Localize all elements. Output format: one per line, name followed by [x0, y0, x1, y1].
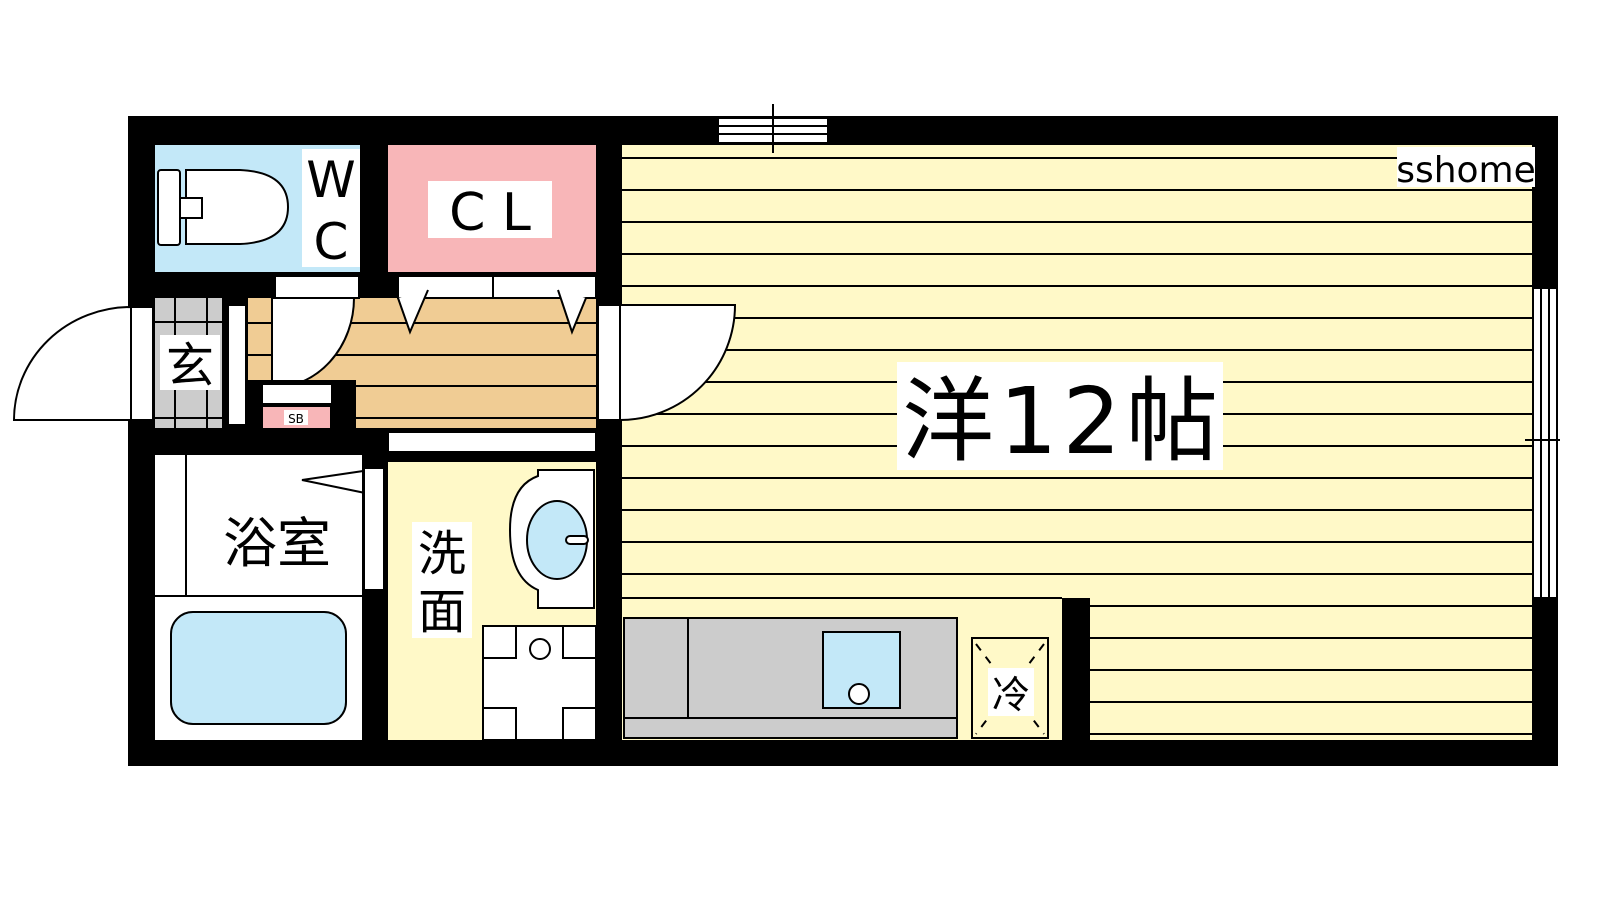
entrance-label-bg [160, 335, 220, 390]
bathroom-label: 浴室 [223, 512, 331, 575]
entrance-label: 玄 [166, 338, 214, 394]
kitchen-counter [623, 617, 958, 739]
wc-label-bg [302, 149, 360, 267]
washroom-label-bg [412, 522, 472, 638]
bathtub-icon [170, 611, 347, 725]
main-room-label-bg [897, 362, 1223, 470]
fridge-label-bg [988, 668, 1034, 716]
sink-icon [508, 469, 595, 609]
top-window [717, 104, 829, 153]
closet-label-bg [428, 181, 552, 238]
main-room-door[interactable] [597, 304, 737, 422]
watermark-bg [1397, 147, 1535, 187]
closet-folding-doors[interactable] [397, 275, 597, 335]
toilet-icon [157, 169, 290, 246]
shoe-box [261, 383, 333, 405]
front-door[interactable] [12, 305, 154, 421]
wc-label-c: C [314, 213, 349, 271]
main-room-floor-lines [622, 157, 1532, 735]
washroom-door[interactable] [387, 431, 597, 453]
step-edge [227, 304, 247, 426]
right-window [1525, 287, 1560, 599]
wc-label-w: W [306, 151, 355, 209]
bathroom-door[interactable] [363, 467, 385, 591]
washing-machine-icon [482, 625, 597, 741]
partition-wall [1062, 598, 1090, 740]
kitchen-sink-icon [822, 631, 901, 709]
wc-door[interactable] [271, 275, 360, 390]
bathroom-lines [155, 455, 371, 597]
closet-label: C L [449, 183, 531, 243]
washroom-label-1: 洗 [418, 526, 466, 582]
watermark: sshome [1396, 150, 1536, 191]
fridge-label: 冷 [992, 673, 1030, 717]
washroom-label-2: 面 [418, 584, 466, 640]
shoe-box-label: SB [288, 412, 304, 426]
shoe-box-label-bg [284, 410, 308, 425]
